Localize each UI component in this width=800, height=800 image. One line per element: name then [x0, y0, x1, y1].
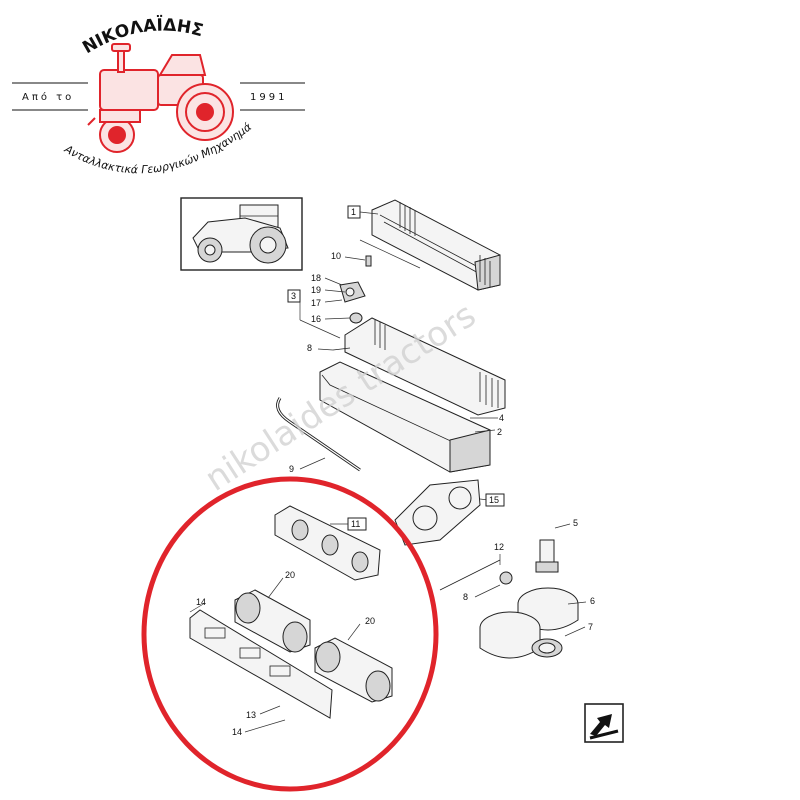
logo-brand-text: ΝΙΚΟΛΑΪΔΗΣ — [79, 14, 205, 58]
callout-14-upper: 14 — [196, 597, 206, 607]
callout-7: 7 — [588, 622, 593, 632]
callout-20-lower: 20 — [365, 616, 375, 626]
callout-16: 16 — [311, 314, 321, 324]
arrow-turn-icon[interactable] — [584, 703, 624, 743]
callout-1: 1 — [351, 207, 356, 217]
callout-15: 15 — [489, 495, 499, 505]
callout-14-lower: 14 — [232, 727, 242, 737]
callout-10: 10 — [331, 251, 341, 261]
logo-since-label: Από το — [22, 91, 74, 103]
part-fan-rotor-upper — [234, 589, 311, 653]
logo-year: 1991 — [250, 92, 287, 103]
part-duct-frame — [394, 479, 481, 546]
callout-19: 19 — [311, 285, 321, 295]
callout-5: 5 — [573, 518, 578, 528]
rod-12 — [439, 559, 501, 591]
company-logo: ΝΙΚΟΛΑΪΔΗΣ Από το 1991 Ανταλλακτικά Γεωρ… — [0, 0, 305, 176]
callout-20-upper: 20 — [285, 570, 295, 580]
callouts: 1 2 3 4 5 6 7 8 8 9 10 11 12 13 14 14 15… — [196, 205, 595, 737]
logo-tractor-icon — [87, 43, 234, 153]
part-fan-shell — [274, 505, 381, 581]
callout-13: 13 — [246, 710, 256, 720]
part-housing — [319, 317, 506, 473]
callout-12: 12 — [494, 542, 504, 552]
callout-8-lower: 8 — [463, 592, 468, 602]
part-heater-core — [371, 199, 501, 291]
part-fan-rotor-lower — [314, 637, 393, 703]
highlight-circle — [141, 476, 439, 792]
callout-2: 2 — [497, 427, 502, 437]
callout-6: 6 — [590, 596, 595, 606]
tractor-thumbnail — [180, 197, 303, 271]
callout-18: 18 — [311, 273, 321, 283]
callout-17: 17 — [311, 298, 321, 308]
callout-3: 3 — [291, 291, 296, 301]
part-mount-bracket — [189, 609, 333, 719]
callout-8-upper: 8 — [307, 343, 312, 353]
leader-lines — [189, 211, 587, 733]
callout-9: 9 — [289, 464, 294, 474]
small-fasteners — [332, 255, 372, 351]
callout-4: 4 — [499, 413, 504, 423]
part-blower-motor — [479, 539, 579, 659]
callout-11: 11 — [351, 519, 360, 529]
